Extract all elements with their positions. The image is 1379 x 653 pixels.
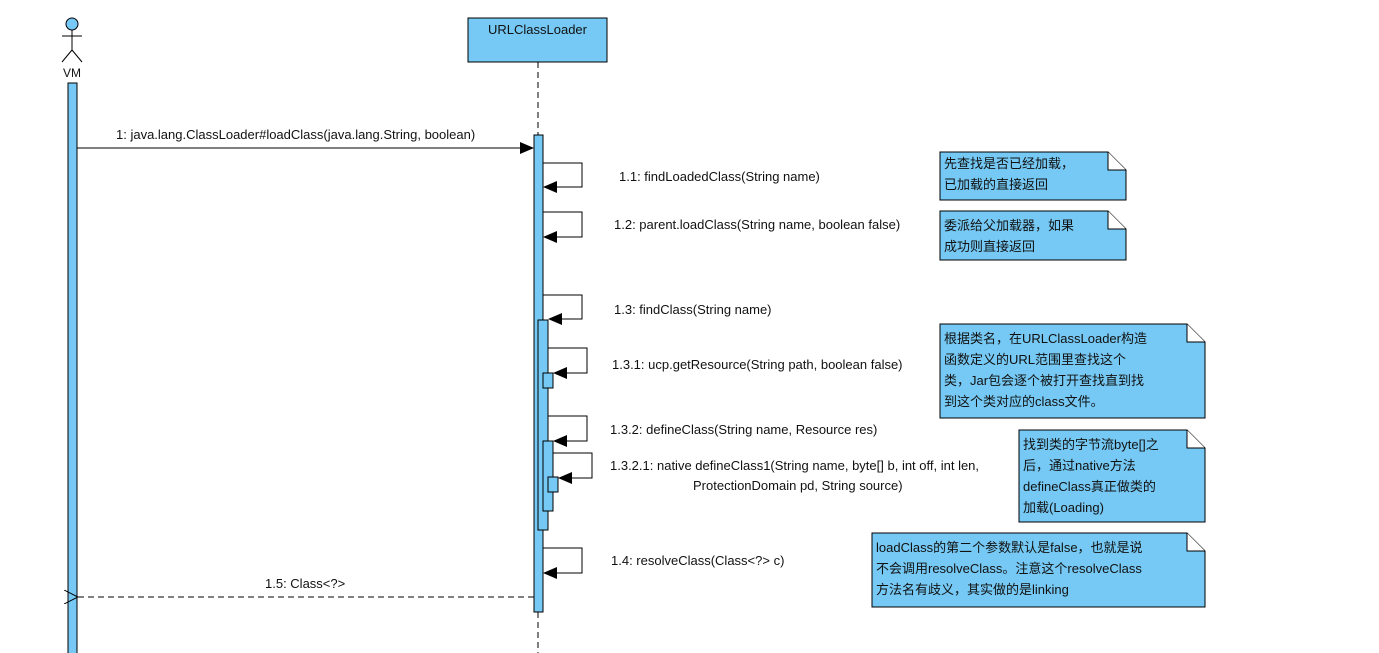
message-1-1-label: 1.1: findLoadedClass(String name) <box>619 169 820 184</box>
message-1-3-2-1-label: 1.3.2.1: native defineClass1(String name… <box>610 458 980 473</box>
note-line: 函数定义的URL范围里查找这个 <box>944 352 1127 367</box>
message-1-3-2-1-label-cont: ProtectionDomain pd, String source) <box>693 478 903 493</box>
lifeline-title: URLClassLoader <box>488 22 587 37</box>
actor-activation-bar <box>67 82 78 653</box>
note-line: 根据类名，在URLClassLoader构造 <box>944 331 1147 346</box>
message-1-2-label: 1.2: parent.loadClass(String name, boole… <box>614 217 901 232</box>
self-message-1-4 <box>543 547 583 579</box>
message-1-3-2-label: 1.3.2: defineClass(String name, Resource… <box>610 422 878 437</box>
note-line: defineClass真正做类的 <box>1023 479 1156 494</box>
self-message-1-3 <box>543 294 583 325</box>
note-2-text: 委派给父加载器，如果 成功则直接返回 <box>940 215 1074 257</box>
note-4-text: 找到类的字节流byte[]之 后，通过native方法 defineClass真… <box>1019 434 1159 518</box>
activation-defineclass <box>542 440 554 512</box>
self-message-1-1 <box>543 162 583 193</box>
note-line: 已加载的直接返回 <box>944 177 1049 192</box>
note-line: 成功则直接返回 <box>944 239 1036 254</box>
note-line: 加载(Loading) <box>1023 500 1104 515</box>
message-1-label: 1: java.lang.ClassLoader#loadClass(java.… <box>116 127 476 142</box>
note-line: 委派给父加载器，如果 <box>944 218 1075 233</box>
message-1-5-label: 1.5: Class<?> <box>265 576 346 591</box>
note-5-shape <box>871 532 1206 608</box>
activation-getresource <box>542 372 554 389</box>
note-4-shape <box>1018 429 1206 523</box>
note-2-shape <box>939 210 1127 261</box>
note-line: 到这个类对应的class文件。 <box>944 394 1104 409</box>
message-1-3-label: 1.3: findClass(String name) <box>614 302 772 317</box>
self-message-1-3-1 <box>548 347 588 379</box>
note-line: 不会调用resolveClass。注意这个resolveClass <box>876 561 1142 576</box>
note-3-text: 根据类名，在URLClassLoader构造 函数定义的URL范围里查找这个 类… <box>940 328 1147 412</box>
message-1-3-1-label: 1.3.1: ucp.getResource(String path, bool… <box>612 357 903 372</box>
note-line: 方法名有歧义，其实做的是linking <box>876 582 1069 597</box>
activation-findclass <box>537 319 549 531</box>
actor-icon <box>61 17 83 63</box>
self-message-1-2 <box>543 211 583 243</box>
note-line: 找到类的字节流byte[]之 <box>1023 437 1159 452</box>
note-3-shape <box>939 323 1206 419</box>
activation-defineclass1 <box>547 476 559 493</box>
note-line: loadClass的第二个参数默认是false，也就是说 <box>876 540 1143 555</box>
note-line: 后，通过native方法 <box>1023 458 1136 473</box>
self-message-1-3-2 <box>548 415 588 447</box>
note-line: 类，Jar包会逐个被打开查找直到找 <box>944 373 1145 388</box>
note-line: 先查找是否已经加载， <box>944 156 1075 171</box>
note-1-text: 先查找是否已经加载， 已加载的直接返回 <box>940 153 1074 195</box>
self-message-1-3-2-1 <box>553 452 593 484</box>
actor-name: VM <box>63 66 81 80</box>
message-1-4-label: 1.4: resolveClass(Class<?> c) <box>611 553 785 568</box>
note-1-shape <box>939 151 1127 201</box>
note-5-text: loadClass的第二个参数默认是false，也就是说 不会调用resolve… <box>872 537 1143 600</box>
